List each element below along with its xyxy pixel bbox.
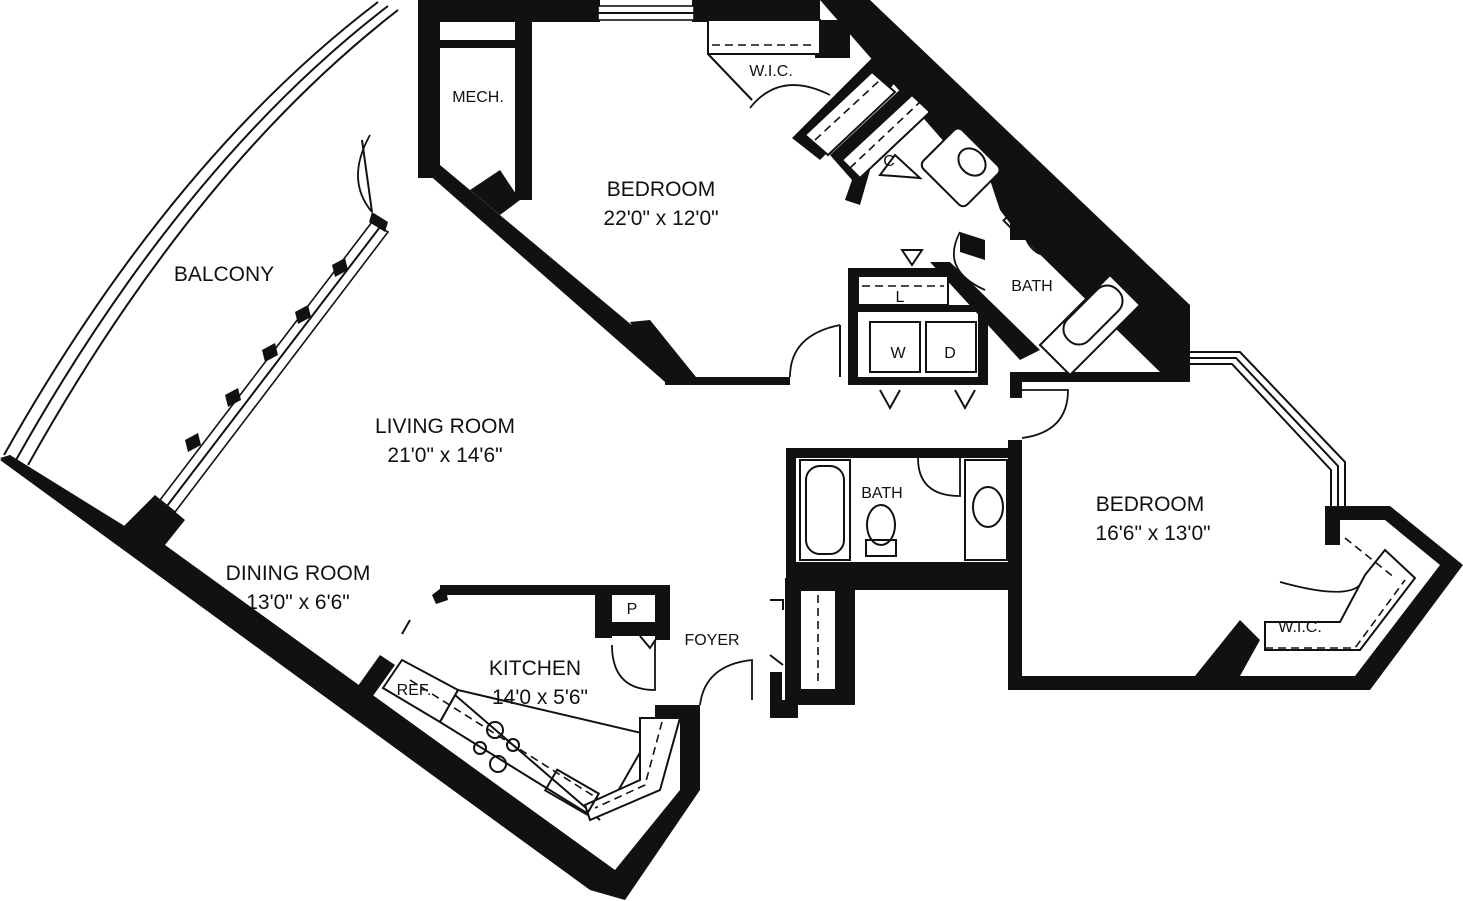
fixtures <box>381 127 1142 822</box>
kitchen-label: KITCHEN <box>489 657 581 680</box>
living-room-size: 21'0" x 14'6" <box>387 444 502 467</box>
dining-room-size: 13'0" x 6'6" <box>246 591 350 614</box>
bath-hall-label: BATH <box>861 485 902 502</box>
dining-room-label: DINING ROOM <box>226 562 371 585</box>
bedroom-main-label: BEDROOM <box>607 178 716 201</box>
bedroom-second-size: 16'6" x 13'0" <box>1095 522 1210 545</box>
dryer-label: D <box>944 345 956 362</box>
kitchen-size: 14'0 x 5'6" <box>492 686 588 709</box>
closet-foyer-label: C <box>784 636 796 653</box>
linen-label: L <box>896 289 905 306</box>
bedroom-main-size: 22'0" x 12'0" <box>603 207 718 230</box>
foyer-label: FOYER <box>684 632 739 649</box>
washer-label: W <box>890 345 906 362</box>
wic-main-label: W.I.C. <box>749 63 793 80</box>
doors <box>357 84 1361 706</box>
pantry-label: P <box>627 601 638 618</box>
room-labels: BALCONY MECH. BEDROOM 22'0" x 12'0" W.I.… <box>174 63 1322 709</box>
balcony-label: BALCONY <box>174 263 274 286</box>
windows <box>158 5 1346 514</box>
wic-second-label: W.I.C. <box>1278 619 1322 636</box>
closet-rods <box>707 19 1417 691</box>
closet-main-label: C <box>883 153 895 170</box>
mech-label: MECH. <box>452 89 504 106</box>
bedroom-second-label: BEDROOM <box>1096 493 1205 516</box>
living-room-label: LIVING ROOM <box>375 415 515 438</box>
bath-main-label: BATH <box>1011 278 1052 295</box>
refrigerator-label: REF. <box>397 682 432 699</box>
